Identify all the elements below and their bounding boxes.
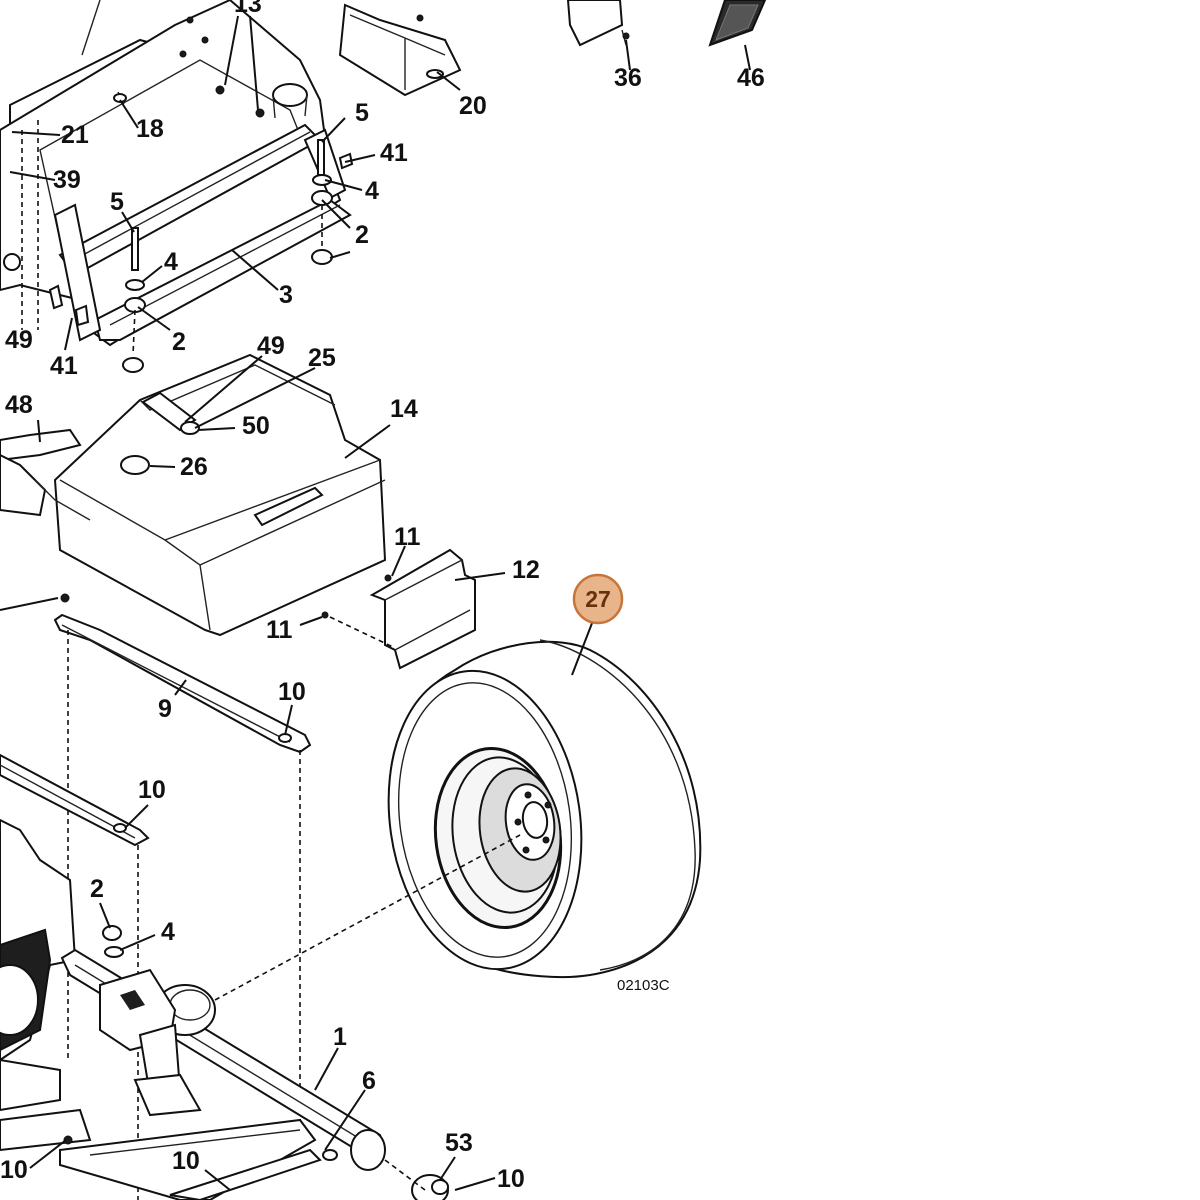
label-9: 9 bbox=[158, 695, 172, 723]
label-5-upper-left: 5 bbox=[110, 188, 124, 216]
pad-46 bbox=[708, 0, 767, 47]
label-39: 39 bbox=[53, 166, 81, 194]
hose-48 bbox=[0, 428, 91, 521]
label-50: 50 bbox=[242, 412, 270, 440]
label-10-lower-left: 10 bbox=[0, 1156, 28, 1184]
label-36: 36 bbox=[614, 64, 642, 92]
bracket-12 bbox=[321, 548, 476, 670]
axle-dashes bbox=[214, 834, 521, 1001]
callout-27-label: 27 bbox=[585, 586, 611, 612]
label-13: 13 bbox=[234, 0, 262, 18]
label-10-lower-mid: 10 bbox=[172, 1147, 200, 1175]
fuel-tank bbox=[53, 353, 387, 637]
label-46: 46 bbox=[737, 64, 765, 92]
wheel-27 bbox=[387, 639, 702, 979]
label-18: 18 bbox=[136, 115, 164, 143]
label-41-left: 41 bbox=[50, 352, 78, 380]
label-3: 3 bbox=[279, 281, 293, 309]
lower-frame bbox=[0, 818, 449, 1200]
bracket-36 bbox=[566, 0, 630, 47]
drawing-code: 02103C bbox=[617, 977, 670, 994]
label-53: 53 bbox=[445, 1129, 473, 1157]
label-10-bar9: 10 bbox=[278, 678, 306, 706]
bar-10 bbox=[0, 753, 150, 1200]
label-26: 26 bbox=[180, 453, 208, 481]
label-12: 12 bbox=[512, 556, 540, 584]
label-2-upper-left: 2 bbox=[172, 328, 186, 356]
label-10-bar: 10 bbox=[138, 776, 166, 804]
callout-labels: 13 36 46 20 21 18 5 41 39 4 2 5 4 3 49 4… bbox=[0, 0, 765, 1193]
label-4-upper-right: 4 bbox=[365, 177, 379, 205]
label-21: 21 bbox=[61, 121, 89, 149]
leader-lines bbox=[9, 15, 751, 1191]
label-49-tank: 49 bbox=[257, 332, 285, 360]
label-6: 6 bbox=[362, 1067, 376, 1095]
label-4-upper-left: 4 bbox=[164, 248, 178, 276]
label-49-left: 49 bbox=[5, 326, 33, 354]
label-48: 48 bbox=[5, 391, 33, 419]
label-41-upper-right: 41 bbox=[380, 139, 408, 167]
label-11-upper: 11 bbox=[394, 523, 421, 551]
label-20: 20 bbox=[459, 92, 487, 120]
label-2-upper-right: 2 bbox=[355, 221, 369, 249]
label-1: 1 bbox=[333, 1023, 347, 1051]
label-5-upper-right: 5 bbox=[355, 99, 369, 127]
label-4-lower: 4 bbox=[161, 918, 175, 946]
bracket-20 bbox=[338, 3, 462, 97]
label-10-lower-right: 10 bbox=[497, 1165, 525, 1193]
label-2-lower: 2 bbox=[90, 875, 104, 903]
hardware-upper bbox=[48, 91, 354, 373]
label-11-lower: 11 bbox=[266, 616, 293, 644]
label-25: 25 bbox=[308, 344, 336, 372]
label-14: 14 bbox=[390, 395, 418, 423]
callout-27[interactable]: 27 bbox=[572, 573, 624, 625]
